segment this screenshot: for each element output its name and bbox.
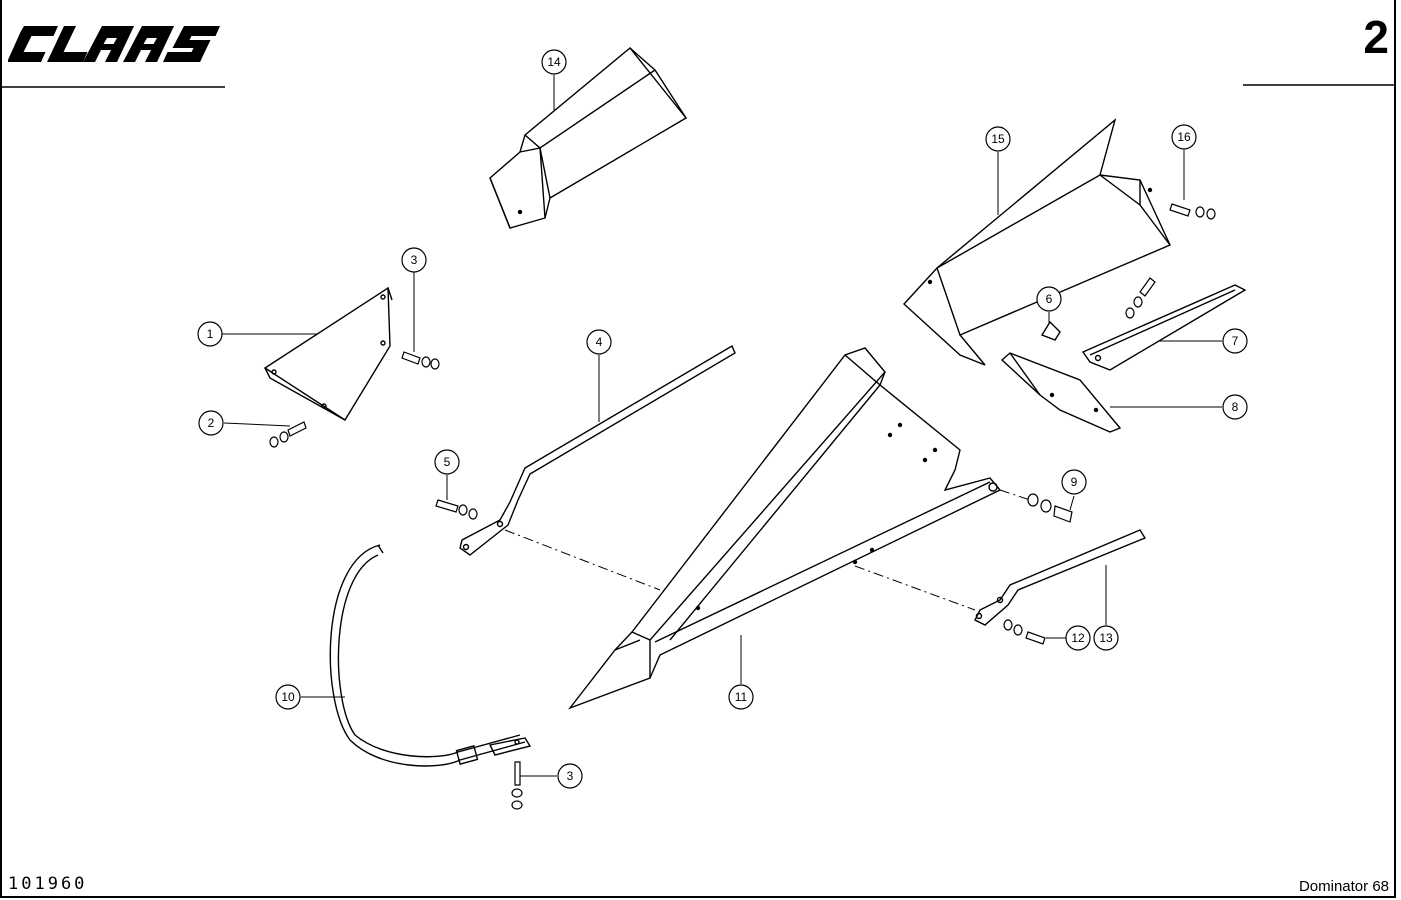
callout-13-circle [1093, 625, 1119, 651]
callout-circles [197, 49, 1248, 789]
part-15-hood [903, 118, 1171, 366]
callout-7-circle [1222, 328, 1248, 354]
callout-1: 1 [207, 327, 214, 341]
brand-logo [8, 26, 221, 62]
leader-lines [222, 75, 1222, 777]
callout-3a-circle [401, 247, 427, 273]
page-number: 2 [1363, 11, 1389, 63]
callout-4: 4 [596, 335, 603, 349]
callout-numbers: 1 2 3 4 5 6 7 8 9 10 11 12 13 14 15 16 3 [207, 55, 1239, 783]
callout-16-circle [1171, 124, 1197, 150]
callout-9: 9 [1071, 475, 1078, 489]
part-6-clip [1040, 320, 1061, 341]
callout-11: 11 [735, 690, 748, 704]
callout-14-circle [541, 49, 567, 75]
part-1-plate [263, 286, 393, 421]
callout-4-circle [586, 329, 612, 355]
part-13-bar [974, 529, 1147, 626]
callout-2: 2 [208, 416, 215, 430]
callout-14: 14 [547, 55, 561, 69]
callout-12: 12 [1071, 631, 1085, 645]
callout-10-circle [275, 684, 301, 710]
callout-1-circle [197, 321, 223, 347]
callout-11-circle [728, 684, 754, 710]
callout-16: 16 [1177, 130, 1191, 144]
hardware [269, 203, 1216, 810]
callout-7: 7 [1232, 334, 1239, 348]
assembly-lines [504, 489, 1031, 611]
callout-3a: 3 [411, 253, 418, 267]
callout-8: 8 [1232, 400, 1239, 414]
part-7-angle-bar [1081, 284, 1247, 371]
callout-6-circle [1036, 286, 1062, 312]
part-10-hose [329, 544, 532, 767]
part-8-bracket [1000, 352, 1122, 433]
callout-2-circle [198, 410, 224, 436]
drawing-id: 101960 [8, 874, 88, 894]
part-4-bar [459, 344, 736, 556]
callout-5-circle [434, 449, 460, 475]
callout-5: 5 [444, 455, 451, 469]
callout-10: 10 [281, 690, 295, 704]
callout-12-circle [1065, 625, 1091, 651]
part-14-hood [489, 47, 688, 229]
callout-3b: 3 [567, 769, 574, 783]
callout-9-circle [1061, 469, 1087, 495]
part-11-divider [567, 347, 1002, 710]
callout-15-circle [985, 126, 1011, 152]
callout-6: 6 [1046, 292, 1053, 306]
model-name: Dominator 68 [1298, 878, 1389, 895]
callout-3b-circle [557, 763, 583, 789]
callout-13: 13 [1099, 631, 1113, 645]
callout-8-circle [1222, 394, 1248, 420]
callout-15: 15 [991, 132, 1005, 146]
